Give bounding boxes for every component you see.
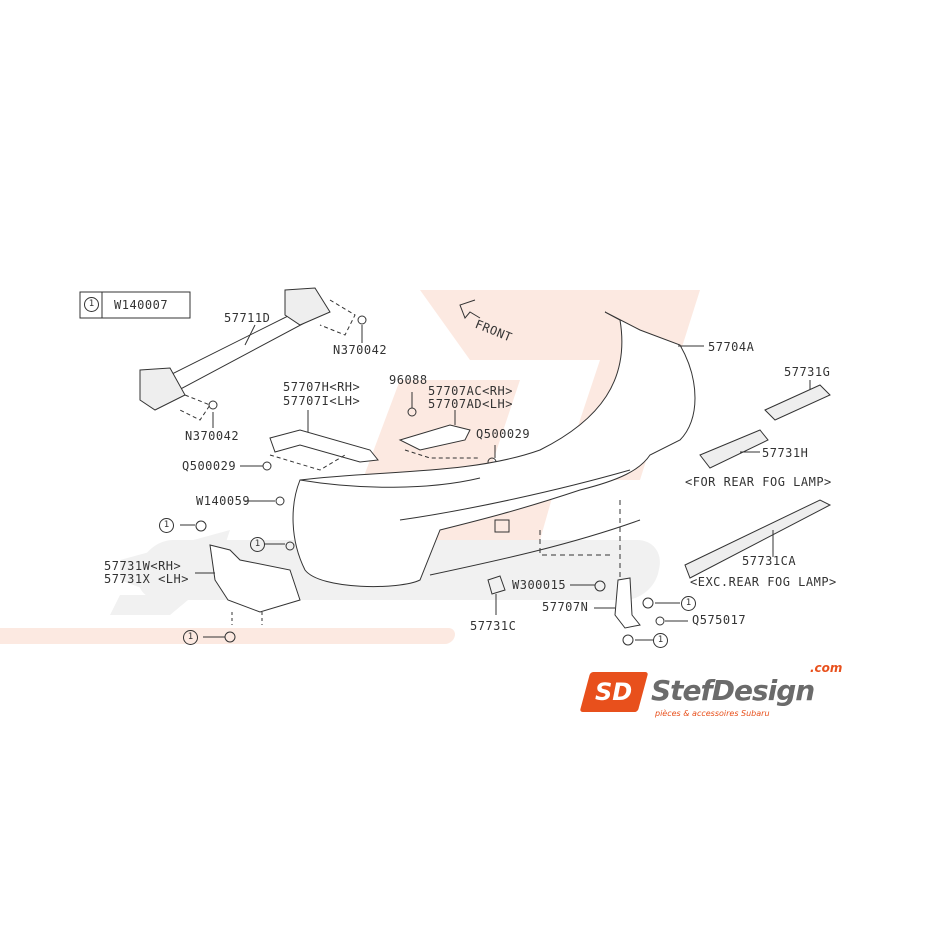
- reinforcement-beam: [139, 287, 367, 428]
- brand-tagline: pièces & accessoires Subaru: [655, 709, 770, 718]
- watermark-tagline-icon: [0, 628, 455, 644]
- callout-1: 1: [250, 537, 265, 552]
- label-57731H[interactable]: 57731H: [762, 446, 809, 460]
- side-bracket: [240, 410, 379, 506]
- legend-symbol: 1: [84, 297, 99, 312]
- label-57731X[interactable]: 57731X <LH>: [104, 572, 189, 586]
- callout-1: 1: [681, 596, 696, 611]
- grille-parts: [684, 380, 832, 579]
- sd-logo-text: SD: [595, 678, 633, 706]
- label-Q500029-left[interactable]: Q500029: [182, 459, 237, 473]
- label-N370042-right[interactable]: N370042: [333, 343, 388, 357]
- note-for-rear-fog-lamp: <FOR REAR FOG LAMP>: [685, 475, 832, 489]
- label-96088[interactable]: 96088: [389, 373, 428, 387]
- label-N370042-left[interactable]: N370042: [185, 429, 240, 443]
- label-57711D[interactable]: 57711D: [224, 311, 271, 325]
- label-57707AD[interactable]: 57707AD<LH>: [428, 397, 513, 411]
- lower-bracket: [570, 577, 688, 646]
- rear-bumper-face: [292, 311, 704, 615]
- legend-box: [79, 291, 191, 319]
- brand-domain: .com: [810, 661, 843, 675]
- note-exc-rear-fog-lamp: <EXC.REAR FOG LAMP>: [690, 575, 837, 589]
- label-57704A[interactable]: 57704A: [708, 340, 755, 354]
- brand-name: StefDesign: [651, 674, 815, 707]
- legend-part-number: W140007: [114, 298, 169, 312]
- side-cover: [180, 520, 301, 643]
- label-W300015[interactable]: W300015: [512, 578, 567, 592]
- label-57707N[interactable]: 57707N: [542, 600, 589, 614]
- label-57731W[interactable]: 57731W<RH>: [104, 559, 182, 573]
- label-57731C[interactable]: 57731C: [470, 619, 517, 633]
- label-W140059[interactable]: W140059: [196, 494, 251, 508]
- label-Q500029-right[interactable]: Q500029: [476, 427, 531, 441]
- label-Q575017[interactable]: Q575017: [692, 613, 747, 627]
- front-arrow-icon: [459, 299, 481, 319]
- callout-1: 1: [653, 633, 668, 648]
- label-57731CA[interactable]: 57731CA: [742, 554, 797, 568]
- callout-1: 1: [183, 630, 198, 645]
- label-57707H[interactable]: 57707H<RH>: [283, 380, 361, 394]
- label-57707I[interactable]: 57707I<LH>: [283, 394, 361, 408]
- label-57731G[interactable]: 57731G: [784, 365, 831, 379]
- label-57707AC[interactable]: 57707AC<RH>: [428, 384, 513, 398]
- brand-logo: SD StefDesign .com pièces & accessoires …: [579, 661, 865, 724]
- callout-1: 1: [159, 518, 174, 533]
